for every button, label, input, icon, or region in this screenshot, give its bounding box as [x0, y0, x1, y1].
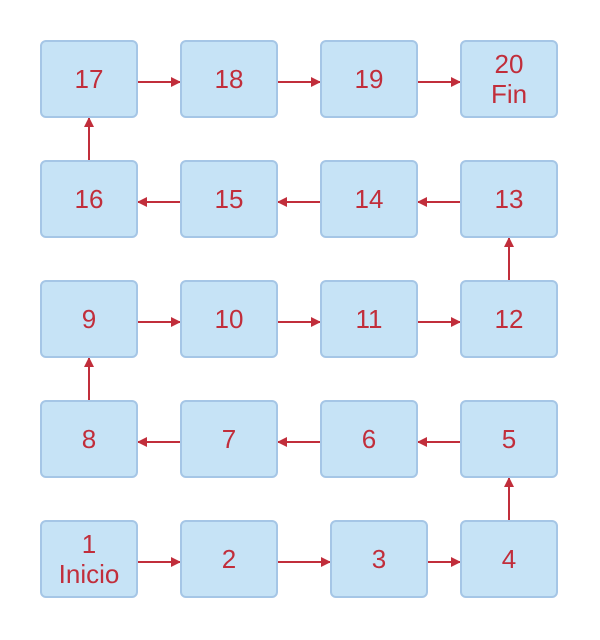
step-box-5: 5 — [460, 400, 558, 478]
step-box-2: 2 — [180, 520, 278, 598]
step-number: 14 — [354, 184, 384, 214]
step-number: 2 — [221, 544, 237, 574]
step-box-19: 19 — [320, 40, 418, 118]
step-number: 9 — [81, 304, 97, 334]
step-number: 3 — [371, 544, 387, 574]
step-box-12: 12 — [460, 280, 558, 358]
step-number: 18 — [214, 64, 244, 94]
step-number: 11 — [355, 304, 383, 334]
step-box-3: 3 — [330, 520, 428, 598]
step-number: 16 — [74, 184, 104, 214]
step-box-16: 16 — [40, 160, 138, 238]
step-box-14: 14 — [320, 160, 418, 238]
step-number: 1 — [81, 529, 97, 559]
step-sublabel: Fin — [490, 79, 528, 109]
step-number: 6 — [361, 424, 377, 454]
step-box-20: 20 Fin — [460, 40, 558, 118]
step-box-4: 4 — [460, 520, 558, 598]
step-box-13: 13 — [460, 160, 558, 238]
step-number: 12 — [494, 304, 524, 334]
step-number: 4 — [501, 544, 517, 574]
step-number: 20 — [494, 49, 524, 79]
step-number: 10 — [214, 304, 244, 334]
step-box-1: 1 Inicio — [40, 520, 138, 598]
step-box-10: 10 — [180, 280, 278, 358]
step-box-17: 17 — [40, 40, 138, 118]
step-number: 5 — [501, 424, 517, 454]
step-number: 19 — [354, 64, 384, 94]
step-number: 15 — [214, 184, 244, 214]
step-number: 7 — [221, 424, 237, 454]
step-box-9: 9 — [40, 280, 138, 358]
step-box-6: 6 — [320, 400, 418, 478]
step-box-15: 15 — [180, 160, 278, 238]
step-box-8: 8 — [40, 400, 138, 478]
step-box-7: 7 — [180, 400, 278, 478]
step-number: 17 — [74, 64, 104, 94]
step-sublabel: Inicio — [58, 559, 120, 589]
step-box-18: 18 — [180, 40, 278, 118]
step-box-11: 11 — [320, 280, 418, 358]
step-number: 8 — [81, 424, 97, 454]
step-number: 13 — [494, 184, 524, 214]
